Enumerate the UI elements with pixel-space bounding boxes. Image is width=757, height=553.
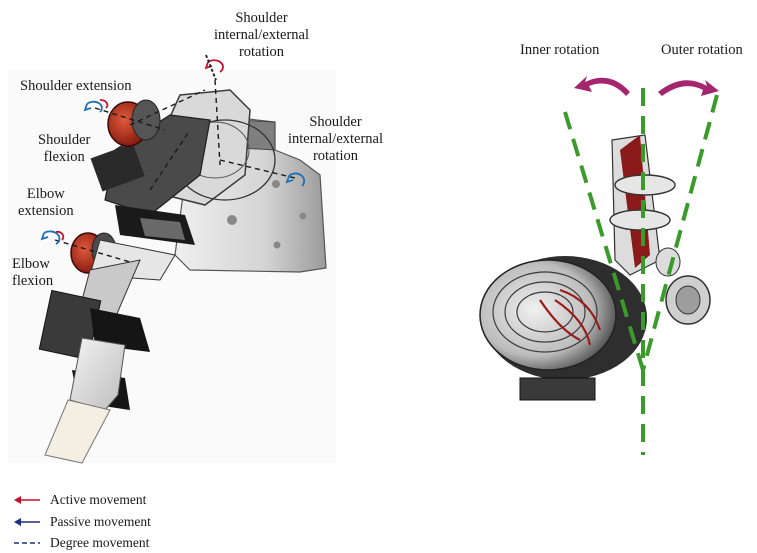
green-axes xyxy=(563,88,719,455)
hand-grip xyxy=(44,399,111,464)
drum-coils xyxy=(492,271,598,353)
outer-rotation-arrow xyxy=(658,80,719,96)
base-drum-face xyxy=(479,259,617,371)
legend-item-degree: Degree movement xyxy=(12,535,149,551)
red-arrow-icon xyxy=(12,494,42,506)
arm-ring-lower xyxy=(609,209,671,231)
upper-arm-cuff-inner xyxy=(140,218,185,240)
label-line: Elbow xyxy=(12,256,50,272)
rotation-icon-shoulder-top xyxy=(204,54,224,81)
torso-hole xyxy=(272,180,280,188)
legend-label: Passive movement xyxy=(50,514,151,529)
forearm-shell xyxy=(69,337,126,411)
label-line: Shoulder xyxy=(309,114,362,130)
blue-arrow-icon xyxy=(12,516,42,528)
rotation-icon-shoulder-right xyxy=(285,172,306,187)
drum-red-cables xyxy=(539,288,602,346)
side-motor-small xyxy=(655,247,681,277)
rotation-icon-shoulder-ext xyxy=(83,99,109,113)
forearm-cuff-upper xyxy=(90,308,150,352)
label-line: extension xyxy=(18,203,74,219)
dashed-axes xyxy=(54,79,296,263)
label-shoulder-extension: Shoulder extension xyxy=(20,78,132,94)
torso-hole xyxy=(227,215,237,225)
label-elbow-flexion: Elbow flexion xyxy=(12,256,53,290)
torso-hole xyxy=(299,212,307,220)
label-line: internal/external xyxy=(214,27,310,43)
torso-hole xyxy=(273,241,281,249)
rotation-icon-elbow xyxy=(40,230,65,245)
legend-label: Degree movement xyxy=(50,535,150,550)
legend-label: Active movement xyxy=(50,492,147,507)
inner-rotation-arrow xyxy=(574,76,630,96)
label-line: Shoulder xyxy=(235,10,288,26)
dashed-line-icon xyxy=(12,537,42,549)
upper-arm-block xyxy=(90,143,145,192)
legend-item-active: Active movement xyxy=(12,492,146,508)
drum-base-plate xyxy=(519,377,596,401)
label-line: flexion xyxy=(43,149,85,165)
label-shoulder-int-ext-right: Shoulder internal/external rotation xyxy=(288,114,383,165)
label-outer-rotation: Outer rotation xyxy=(661,42,743,58)
label-line: flexion xyxy=(12,273,54,289)
label-shoulder-flexion: Shoulder flexion xyxy=(38,132,90,166)
label-elbow-extension: Elbow extension xyxy=(18,186,74,220)
label-inner-rotation: Inner rotation xyxy=(520,42,600,58)
side-motor-face xyxy=(675,285,701,315)
label-line: rotation xyxy=(238,44,285,60)
label-line: Elbow xyxy=(26,186,65,202)
label-shoulder-int-ext-top: Shoulder internal/external rotation xyxy=(214,10,309,61)
label-line: Shoulder xyxy=(38,132,91,148)
label-line: rotation xyxy=(312,148,359,164)
label-line: internal/external xyxy=(288,131,384,147)
legend-item-passive: Passive movement xyxy=(12,514,151,530)
